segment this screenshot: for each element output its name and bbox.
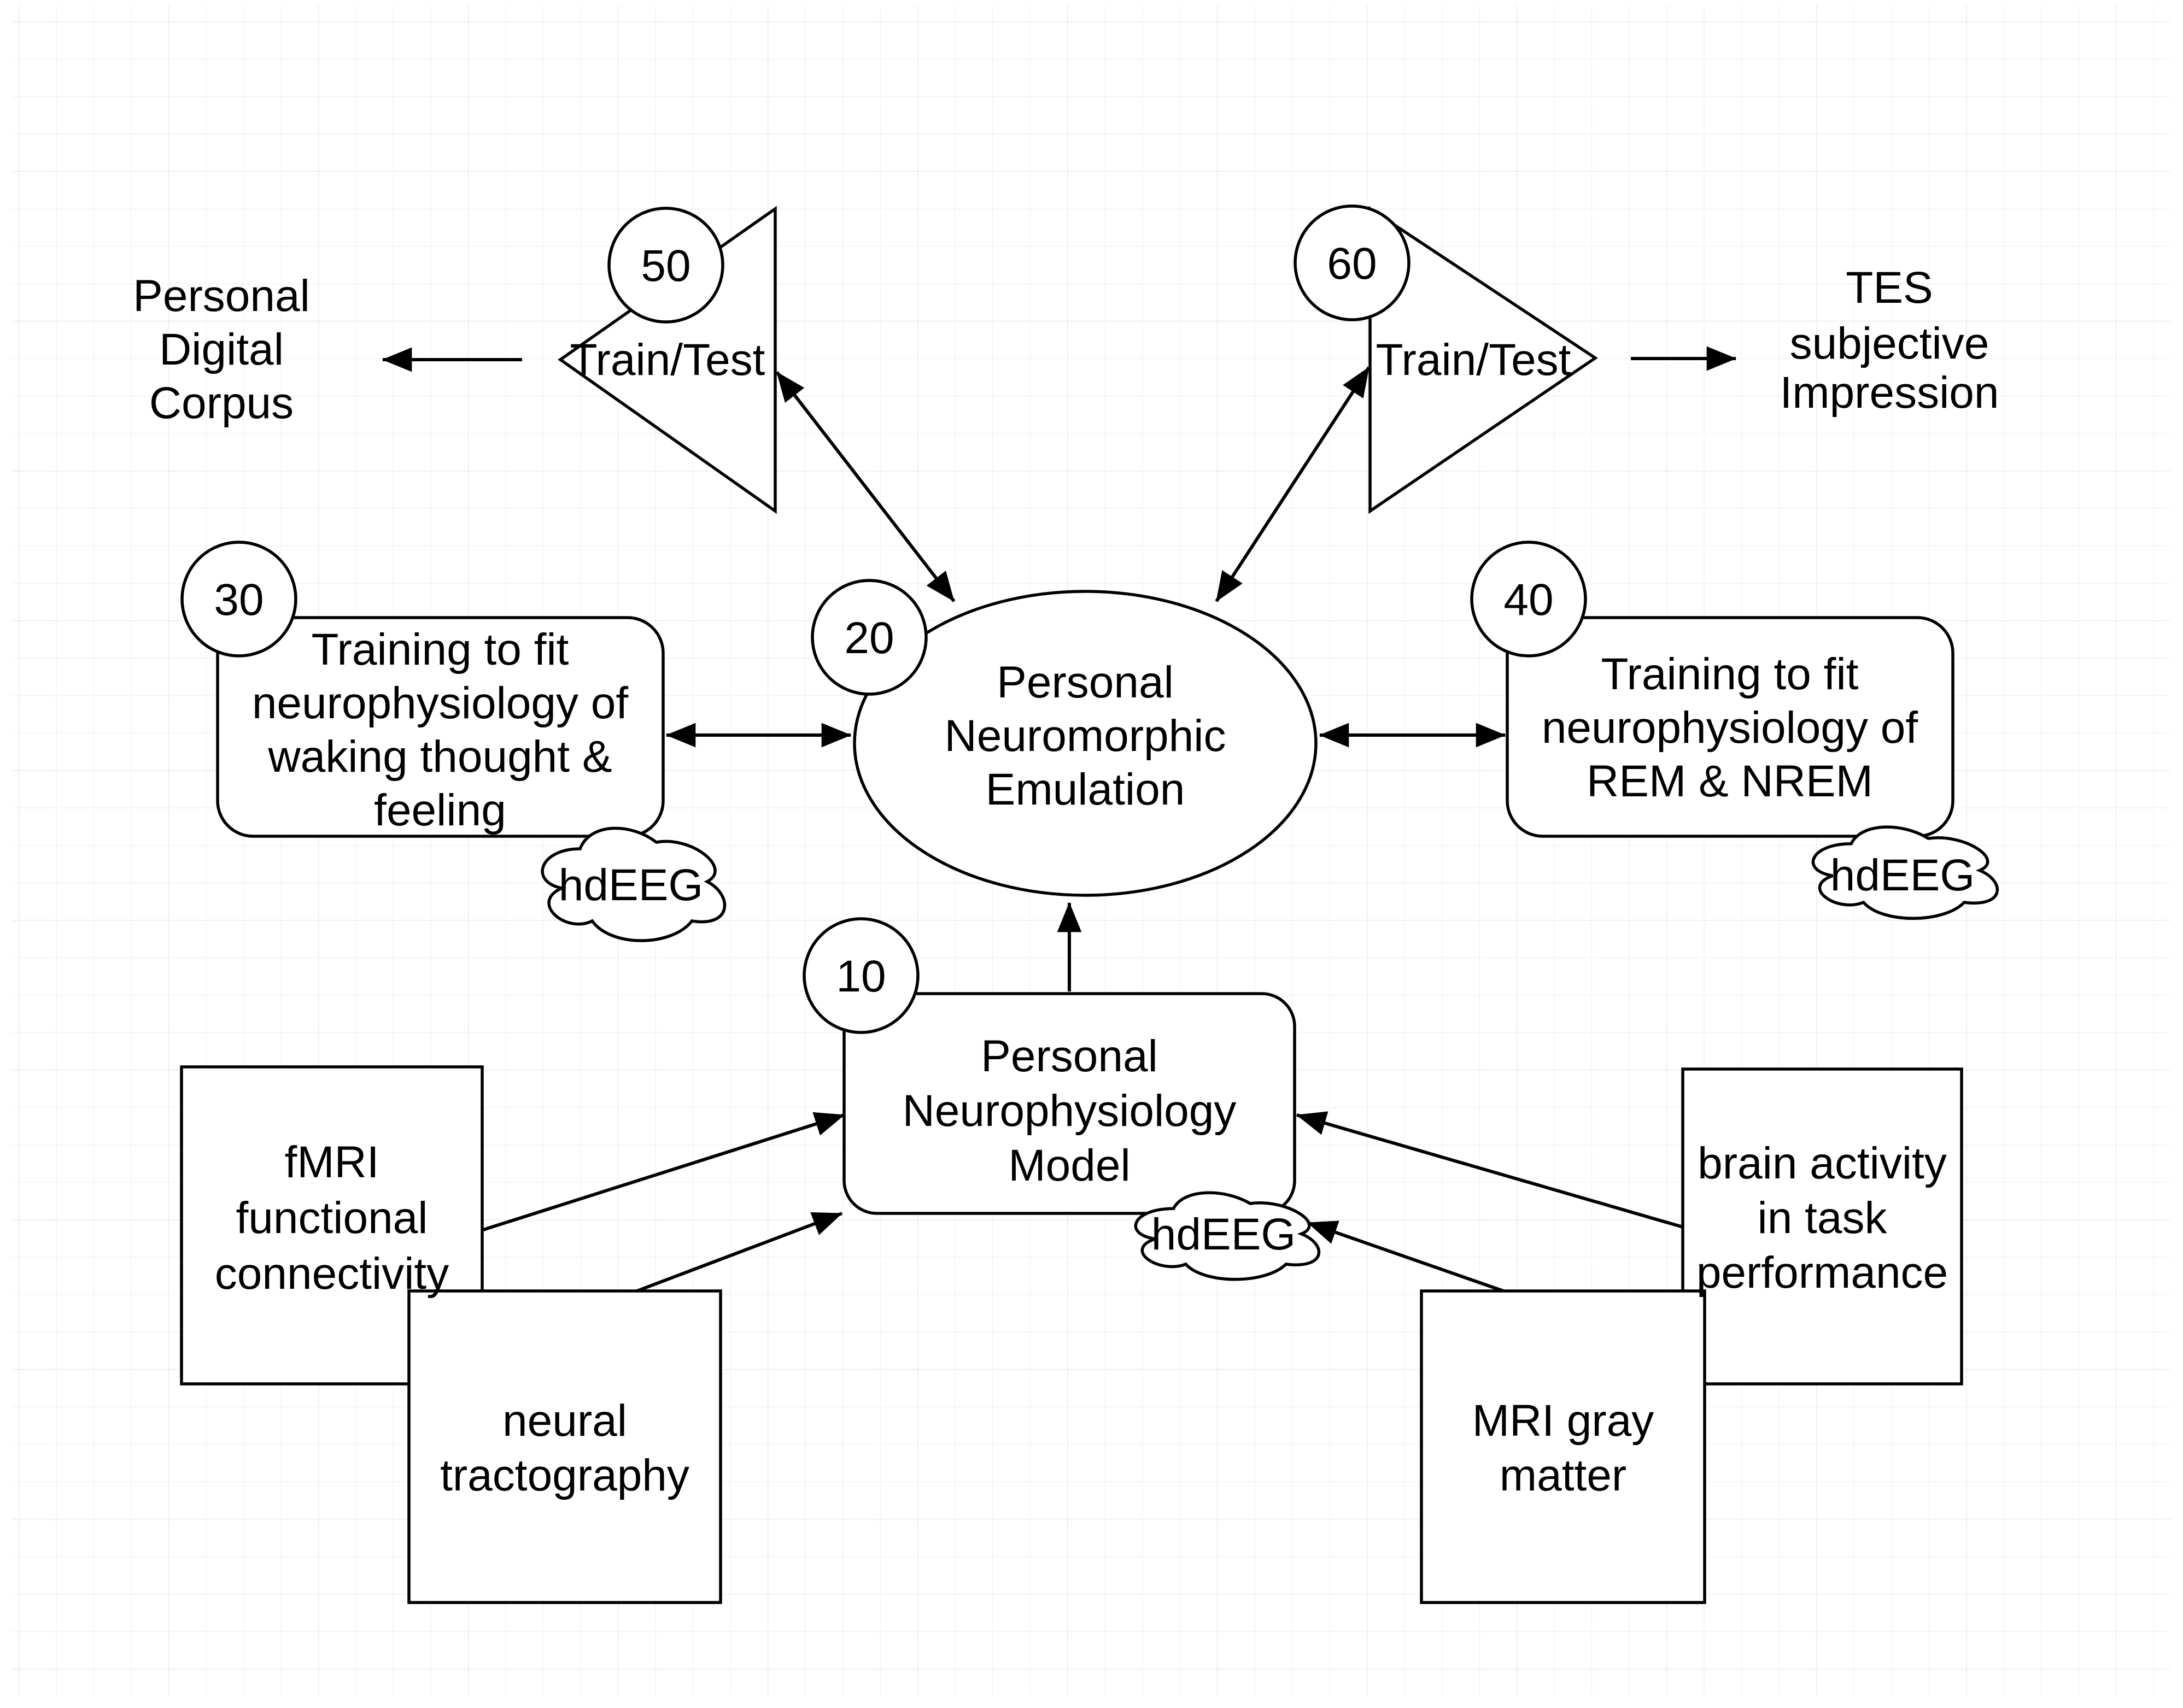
training-waking-box bbox=[216, 616, 665, 838]
tes-line1: TES bbox=[1846, 263, 1933, 313]
hdeeg-cloud-center bbox=[1136, 1193, 1319, 1279]
training-waking-label: Training to fit neurophysiology of wakin… bbox=[252, 625, 629, 835]
arrow-mri-to-model-hdeeg bbox=[1307, 1220, 1504, 1293]
train-test-right-triangle bbox=[1368, 206, 1598, 514]
model-line1: Personal bbox=[981, 1031, 1158, 1081]
training-waking-line4: feeling bbox=[374, 785, 506, 835]
badge-circle-50 bbox=[607, 207, 724, 324]
mri-gray-matter-box bbox=[1420, 1289, 1706, 1604]
training-waking-line1: Training to fit bbox=[312, 625, 569, 674]
model-line3: Model bbox=[1008, 1141, 1130, 1190]
neural-tractography-box bbox=[407, 1289, 722, 1604]
badge-circle-30 bbox=[180, 541, 297, 658]
train-test-right-label: Train/Test bbox=[1376, 335, 1571, 385]
badge-10-label: 10 bbox=[836, 952, 886, 1001]
badge-circle-60 bbox=[1294, 204, 1411, 321]
fmri-line3: connectivity bbox=[215, 1249, 449, 1299]
brain-activity-line1: brain activity bbox=[1698, 1138, 1947, 1188]
personal-digital-corpus-line3: Corpus bbox=[149, 378, 294, 428]
double-arrow-traintest60-emulation bbox=[1215, 366, 1371, 602]
brain-activity-line3: performance bbox=[1696, 1248, 1948, 1298]
hdeeg-cloud-right bbox=[1813, 827, 1997, 918]
personal-neurophysiology-model-label: Personal Neurophysiology Model bbox=[903, 1031, 1237, 1190]
badge-50-label: 50 bbox=[641, 241, 690, 291]
fmri-line1: fMRI bbox=[284, 1137, 379, 1187]
arrow-fmri-to-model bbox=[483, 1112, 845, 1231]
training-rem-nrem-box bbox=[1506, 616, 1954, 838]
tractography-line2: tractography bbox=[440, 1451, 689, 1500]
personal-neuromorphic-emulation-label: Personal Neuromorphic Emulation bbox=[945, 658, 1226, 814]
neural-tractography-label: neural tractography bbox=[440, 1396, 689, 1500]
badge-60-label: 60 bbox=[1327, 239, 1377, 289]
badge-circle-10 bbox=[803, 917, 920, 1034]
hdeeg-left-label: hdEEG bbox=[559, 860, 703, 910]
training-rem-line1: Training to fit bbox=[1601, 649, 1859, 699]
personal-digital-corpus-line2: Digital bbox=[159, 325, 284, 374]
badge-40-label: 40 bbox=[1503, 575, 1553, 625]
personal-digital-corpus-line1: Personal bbox=[133, 271, 310, 321]
badge-20-label: 20 bbox=[844, 613, 894, 663]
tes-line3: Impression bbox=[1780, 368, 1999, 418]
mri-gray-matter-label: MRI gray matter bbox=[1472, 1396, 1654, 1500]
personal-neurophysiology-model-box bbox=[842, 992, 1296, 1215]
hdeeg-cloud-left bbox=[542, 828, 724, 941]
mri-line2: matter bbox=[1500, 1451, 1626, 1500]
tes-line2: subjective bbox=[1790, 319, 1989, 368]
training-rem-line3: REM & NREM bbox=[1587, 756, 1873, 806]
tractography-line1: neural bbox=[502, 1396, 627, 1446]
train-test-left-label: Train/Test bbox=[570, 335, 765, 385]
arrow-tractography-to-model bbox=[636, 1212, 843, 1293]
training-waking-line3: waking thought & bbox=[267, 732, 612, 782]
brain-activity-label: brain activity in task performance bbox=[1696, 1138, 1948, 1298]
fmri-functional-connectivity-label: fMRI functional connectivity bbox=[215, 1137, 449, 1299]
mri-line1: MRI gray bbox=[1472, 1396, 1654, 1446]
personal-digital-corpus-label: Personal Digital Corpus bbox=[133, 271, 310, 428]
double-arrow-traintest50-emulation bbox=[775, 371, 956, 602]
training-rem-nrem-label: Training to fit neurophysiology of REM &… bbox=[1542, 649, 1918, 806]
emulation-line1: Personal bbox=[997, 658, 1174, 707]
emulation-line2: Neuromorphic bbox=[945, 711, 1226, 761]
hdeeg-center-label: hdEEG bbox=[1151, 1210, 1296, 1259]
badge-circle-40 bbox=[1470, 541, 1587, 658]
arrow-brain-activity-to-model bbox=[1296, 1111, 1683, 1229]
hdeeg-right-label: hdEEG bbox=[1830, 850, 1975, 900]
brain-activity-box bbox=[1681, 1067, 1963, 1386]
training-waking-line2: neurophysiology of bbox=[252, 678, 629, 728]
emulation-line3: Emulation bbox=[986, 765, 1185, 814]
model-line2: Neurophysiology bbox=[903, 1086, 1237, 1136]
brain-activity-line2: in task bbox=[1758, 1193, 1888, 1243]
personal-neuromorphic-emulation-ellipse bbox=[853, 590, 1318, 897]
fmri-functional-connectivity-box bbox=[180, 1065, 484, 1386]
tes-subjective-impression-label: TES subjective Impression bbox=[1780, 263, 1999, 418]
training-rem-line2: neurophysiology of bbox=[1542, 703, 1918, 753]
badge-30-label: 30 bbox=[214, 575, 264, 625]
fmri-line2: functional bbox=[236, 1193, 428, 1243]
